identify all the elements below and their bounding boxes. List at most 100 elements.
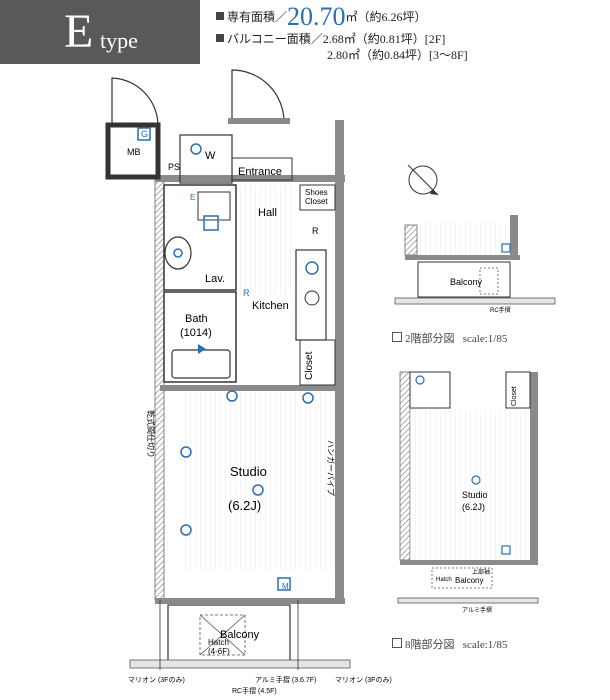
label-closet: Closet bbox=[304, 351, 315, 380]
main-plan: MB G PS W Entrance Shoes Closet Hall E R… bbox=[105, 69, 392, 695]
light-icon bbox=[180, 524, 192, 536]
8f-label-studio: Studio bbox=[462, 490, 488, 500]
label-w: W bbox=[205, 150, 216, 162]
label-kitchen: Kitchen bbox=[252, 300, 289, 312]
toilet-marker bbox=[203, 215, 219, 231]
exclusive-area-unit: ㎡ bbox=[345, 10, 358, 24]
spec-balcony-area: バルコニー面積／2.68㎡（約0.81坪）[2F] bbox=[216, 30, 445, 47]
hatch-box bbox=[199, 614, 246, 656]
north-wall bbox=[155, 175, 345, 182]
plan-8f: Studio (6.2J) Closet Balcony Hatch 上部袖 ア… bbox=[397, 371, 539, 614]
2f-east-wall bbox=[510, 215, 518, 260]
8f-bath bbox=[409, 371, 451, 409]
2f-rc-rail bbox=[394, 297, 556, 305]
type-word: type bbox=[100, 28, 138, 53]
2f-studio-floor bbox=[418, 222, 510, 255]
exclusive-area-label: 専有面積／ bbox=[227, 10, 288, 24]
caption-8f: 8階部分図 scale:1/85 bbox=[392, 636, 507, 652]
label-studio-size: (6.2J) bbox=[228, 498, 261, 513]
type-badge: E type bbox=[0, 0, 200, 64]
label-hall: Hall bbox=[258, 207, 277, 219]
2f-south-wall bbox=[405, 255, 520, 260]
marker-e: E bbox=[190, 193, 195, 202]
8f-mullion-marker bbox=[501, 545, 511, 555]
bath-room bbox=[163, 291, 237, 383]
lav-area bbox=[163, 184, 237, 291]
compass-icon bbox=[407, 164, 439, 196]
caption-box-icon bbox=[392, 638, 402, 648]
8f-closet-box bbox=[505, 371, 531, 409]
marker-m: M bbox=[282, 582, 289, 591]
2f-mullion-marker bbox=[501, 243, 511, 253]
hatch-cross bbox=[199, 614, 246, 656]
label-shoes-closet: Closet bbox=[305, 197, 328, 206]
label-bath: Bath bbox=[185, 313, 208, 325]
bullet-square bbox=[216, 34, 224, 42]
balcony-area-2f: 2.68㎡（約0.81坪）[2F] bbox=[322, 32, 446, 46]
label-hatch: Hatch bbox=[208, 638, 229, 647]
label-entrance: Entrance bbox=[238, 166, 282, 178]
bullet-square bbox=[216, 12, 224, 20]
studio-partition bbox=[160, 385, 340, 391]
caption-2f: 2階部分図 scale:1/85 bbox=[392, 330, 507, 346]
caption-8f-scale: scale:1/85 bbox=[462, 639, 508, 651]
mb-door bbox=[111, 77, 159, 126]
8f-south-wall bbox=[400, 560, 538, 565]
closet-box bbox=[299, 339, 336, 386]
8f-east-wall bbox=[530, 372, 538, 560]
exclusive-area-tsubo: （約6.26坪） bbox=[357, 10, 427, 24]
bathtub bbox=[171, 349, 231, 379]
balcony-area-3-8f: 2.80㎡（約0.84坪）[3〜8F] bbox=[327, 48, 468, 62]
label-shoes: Shoes bbox=[305, 188, 328, 197]
8f-ceiling-light-icon bbox=[471, 475, 481, 485]
label-hatch-floor: (4-6F) bbox=[208, 647, 230, 656]
8f-label-closet: Closet bbox=[511, 386, 518, 406]
footnote-mullion-right: マリオン (3Fのみ) bbox=[335, 676, 392, 684]
rc-rail bbox=[129, 659, 351, 669]
hall-floor bbox=[240, 185, 295, 295]
8f-label-balcony: Balcony bbox=[455, 576, 483, 585]
switch-icon bbox=[302, 392, 314, 404]
label-mb: MB bbox=[127, 147, 141, 157]
balcony-area-label: バルコニー面積／ bbox=[227, 32, 323, 46]
2f-hatch bbox=[479, 267, 499, 295]
2f-balcony bbox=[417, 261, 511, 298]
door-frame bbox=[228, 118, 290, 124]
8f-studio-floor bbox=[410, 410, 530, 560]
marker-r-kitchen: R bbox=[243, 288, 250, 298]
label-ps: PS bbox=[168, 162, 180, 172]
outlet-icon bbox=[190, 143, 202, 155]
type-letter: E bbox=[64, 5, 94, 58]
2f-label-balcony: Balcony bbox=[450, 277, 483, 287]
south-wall bbox=[155, 598, 345, 604]
entrance-door bbox=[231, 69, 285, 123]
marker-g: G bbox=[141, 129, 148, 139]
light-icon bbox=[180, 446, 192, 458]
kitchen-counter bbox=[295, 249, 327, 341]
2f-label-rc-rail: RC手摺 bbox=[490, 306, 511, 314]
exclusive-area-value: 20.70 bbox=[287, 2, 346, 31]
footnote-aluminum-rail: アルミ手摺 (3.6.7F) bbox=[255, 675, 316, 684]
wash-basin bbox=[164, 236, 192, 270]
8f-hatch bbox=[431, 567, 493, 589]
ceiling-light-icon bbox=[252, 484, 264, 496]
caption-box-icon bbox=[392, 332, 402, 342]
stove-burner-icon bbox=[305, 261, 319, 275]
label-studio: Studio bbox=[230, 464, 267, 479]
caption-2f-label: 2階部分図 bbox=[405, 333, 455, 345]
8f-label-top-rail: 上部袖 bbox=[472, 568, 490, 576]
marker-r: R bbox=[312, 226, 319, 236]
label-balcony: Balcony bbox=[220, 629, 260, 641]
2f-west-wall bbox=[404, 224, 418, 256]
kitchen-sink bbox=[304, 290, 320, 306]
8f-label-alu-rail: アルミ手摺 bbox=[462, 606, 492, 614]
bath-faucet-icon bbox=[198, 344, 206, 354]
8f-west-wall bbox=[399, 371, 411, 561]
footnote-mullion-left: マリオン (3Fのみ) bbox=[128, 676, 185, 684]
8f-light-icon bbox=[415, 375, 425, 385]
shoes-closet-box bbox=[299, 184, 336, 211]
label-bath-size: (1014) bbox=[180, 327, 212, 339]
east-wall bbox=[335, 120, 344, 600]
studio-floor bbox=[185, 392, 335, 570]
